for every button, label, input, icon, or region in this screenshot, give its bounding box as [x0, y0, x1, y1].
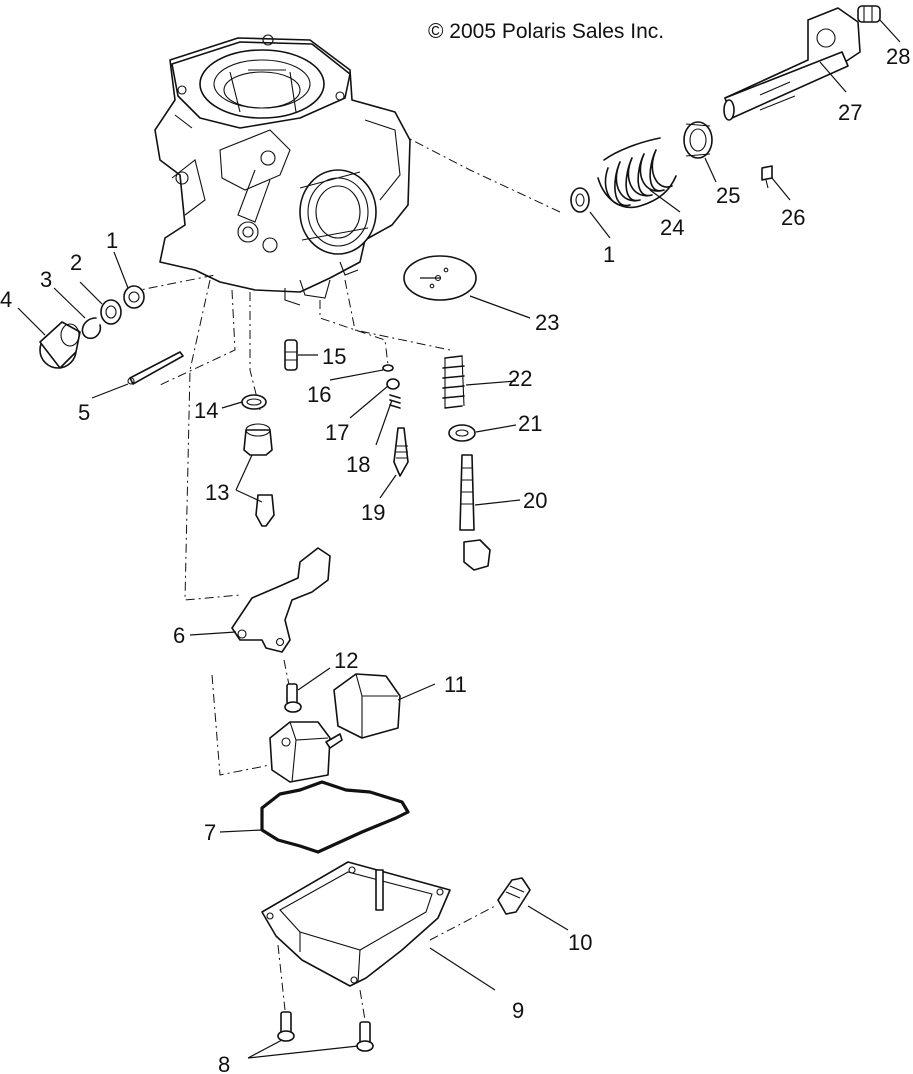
carburetor-body	[154, 34, 411, 306]
callout-7: 7	[204, 820, 216, 845]
callout-leader-lines	[17, 19, 901, 1059]
part-28-cap	[857, 5, 881, 23]
part-5-pin	[127, 351, 184, 385]
part-19-screw	[393, 427, 409, 477]
part-7-gasket	[260, 780, 410, 854]
callout-6: 6	[173, 623, 185, 648]
callout-27: 27	[838, 100, 862, 125]
callout-14: 14	[194, 398, 218, 423]
part-3-clip	[81, 317, 102, 340]
part-25-bushing	[683, 121, 713, 159]
part-13-valve	[243, 423, 275, 527]
callout-26: 26	[781, 205, 805, 230]
part-26-screw	[761, 165, 773, 189]
part-22-spring	[442, 355, 465, 409]
part-4-cap	[39, 321, 81, 369]
part-21-washer	[448, 424, 476, 442]
copyright-notice: © 2005 Polaris Sales Inc.	[428, 20, 664, 43]
part-10-screw	[497, 877, 531, 915]
callout-21: 21	[518, 411, 542, 436]
part-2-washer	[100, 299, 122, 325]
part-11-float	[269, 673, 401, 783]
callout-3: 3	[40, 267, 52, 292]
callout-1-left: 1	[106, 228, 118, 253]
part-9-float-bowl	[261, 861, 451, 987]
part-14-oring	[241, 394, 267, 410]
part-8-screws	[277, 1011, 374, 1052]
part-17-washer	[386, 378, 400, 390]
callout-8: 8	[218, 1052, 230, 1074]
part-27-shaft	[723, 7, 861, 121]
assembly-guide-lines	[129, 137, 561, 1021]
callout-15: 15	[322, 344, 346, 369]
callout-12: 12	[334, 648, 358, 673]
callout-25: 25	[716, 183, 740, 208]
callout-13: 13	[205, 480, 229, 505]
part-1-washer-right	[570, 187, 590, 213]
callout-17: 17	[325, 420, 349, 445]
callout-24: 24	[660, 215, 684, 240]
callout-22: 22	[508, 366, 532, 391]
part-12-screw	[284, 683, 302, 713]
callout-4: 4	[0, 287, 12, 312]
callout-10: 10	[568, 930, 592, 955]
callout-2: 2	[70, 250, 82, 275]
part-15-jet	[284, 339, 298, 371]
part-6-bracket	[231, 547, 331, 653]
callout-19: 19	[361, 500, 385, 525]
callout-28: 28	[886, 44, 910, 69]
part-1-washer-left	[123, 285, 145, 309]
part-20-screw	[459, 454, 491, 571]
callout-23: 23	[535, 310, 559, 335]
callout-11: 11	[444, 672, 467, 697]
callout-20: 20	[523, 488, 547, 513]
part-24-spring	[597, 137, 677, 209]
callout-18: 18	[346, 452, 370, 477]
callout-16: 16	[307, 382, 331, 407]
part-16-oring	[382, 364, 394, 372]
callout-9: 9	[512, 998, 524, 1023]
callout-1-right: 1	[603, 242, 615, 267]
callout-5: 5	[78, 400, 90, 425]
